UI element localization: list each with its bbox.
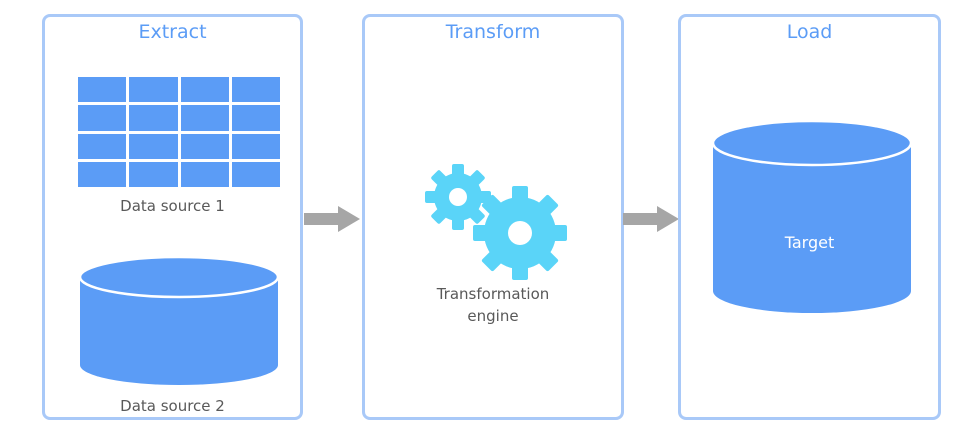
extract-title: Extract — [138, 21, 207, 43]
transformation-engine-label: Transformation engine — [365, 283, 621, 327]
load-title: Load — [786, 21, 833, 43]
gears-icon — [425, 164, 567, 280]
load-panel: Load Target — [678, 14, 941, 420]
transform-title: Transform — [445, 21, 541, 43]
database-icon — [711, 119, 913, 313]
database-icon — [78, 255, 280, 385]
arrow-right-icon — [304, 206, 360, 232]
data-source-1-label: Data source 1 — [120, 197, 225, 215]
data-source-2-label: Data source 2 — [120, 397, 225, 415]
engine-label-line2: engine — [467, 307, 519, 325]
table-icon — [78, 77, 280, 187]
arrow-right-icon — [623, 206, 679, 232]
target-label: Target — [784, 233, 835, 252]
engine-label-line1: Transformation — [436, 285, 550, 303]
extract-panel: Extract Data source 1 Data source 2 — [42, 14, 303, 420]
transform-panel: Transform — [362, 14, 624, 420]
